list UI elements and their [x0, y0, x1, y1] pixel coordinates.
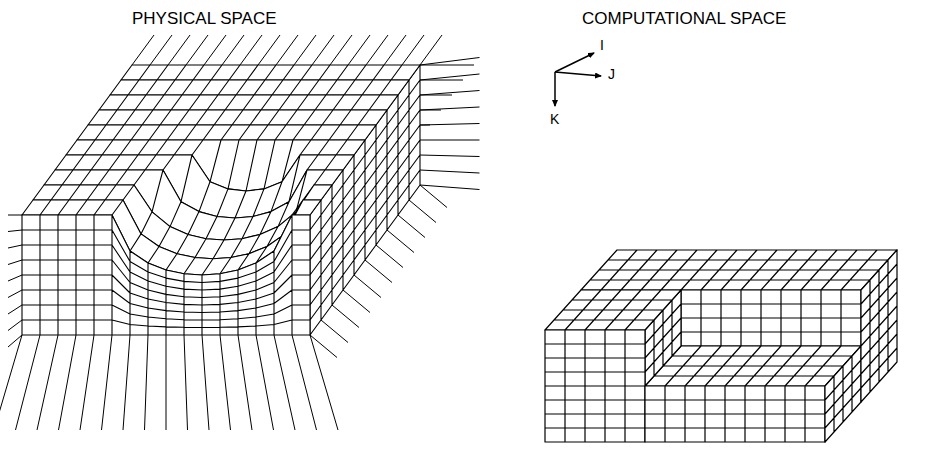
notch-wall-cubes — [681, 290, 861, 346]
physical-grid — [0, 35, 480, 430]
side-face-cubes — [861, 250, 897, 402]
notch-floor-cubes — [645, 346, 861, 386]
surface-grid — [99, 95, 398, 110]
axis-triad — [555, 53, 601, 106]
panel-title: COMPUTATIONAL SPACE — [582, 10, 786, 27]
far-field-lines — [0, 35, 480, 430]
surface-grid — [110, 80, 409, 95]
j-axis — [555, 72, 601, 76]
computational-grid — [545, 250, 897, 442]
front-face-cubes — [545, 330, 645, 442]
axis-label: K — [550, 112, 559, 126]
axis-label: J — [608, 67, 615, 81]
front-face-cubes — [645, 386, 825, 442]
side-face-cubes — [825, 346, 861, 442]
axis-label: I — [600, 38, 604, 52]
front-face-grid — [22, 215, 310, 335]
surface-grid — [77, 125, 376, 140]
panel-title: PHYSICAL SPACE — [132, 10, 277, 27]
top-face-cubes — [545, 290, 681, 330]
surface-grid — [121, 65, 420, 80]
surface-grid — [88, 110, 387, 125]
i-axis — [555, 53, 594, 72]
k-axis — [554, 72, 556, 106]
top-face-cubes — [581, 250, 897, 290]
